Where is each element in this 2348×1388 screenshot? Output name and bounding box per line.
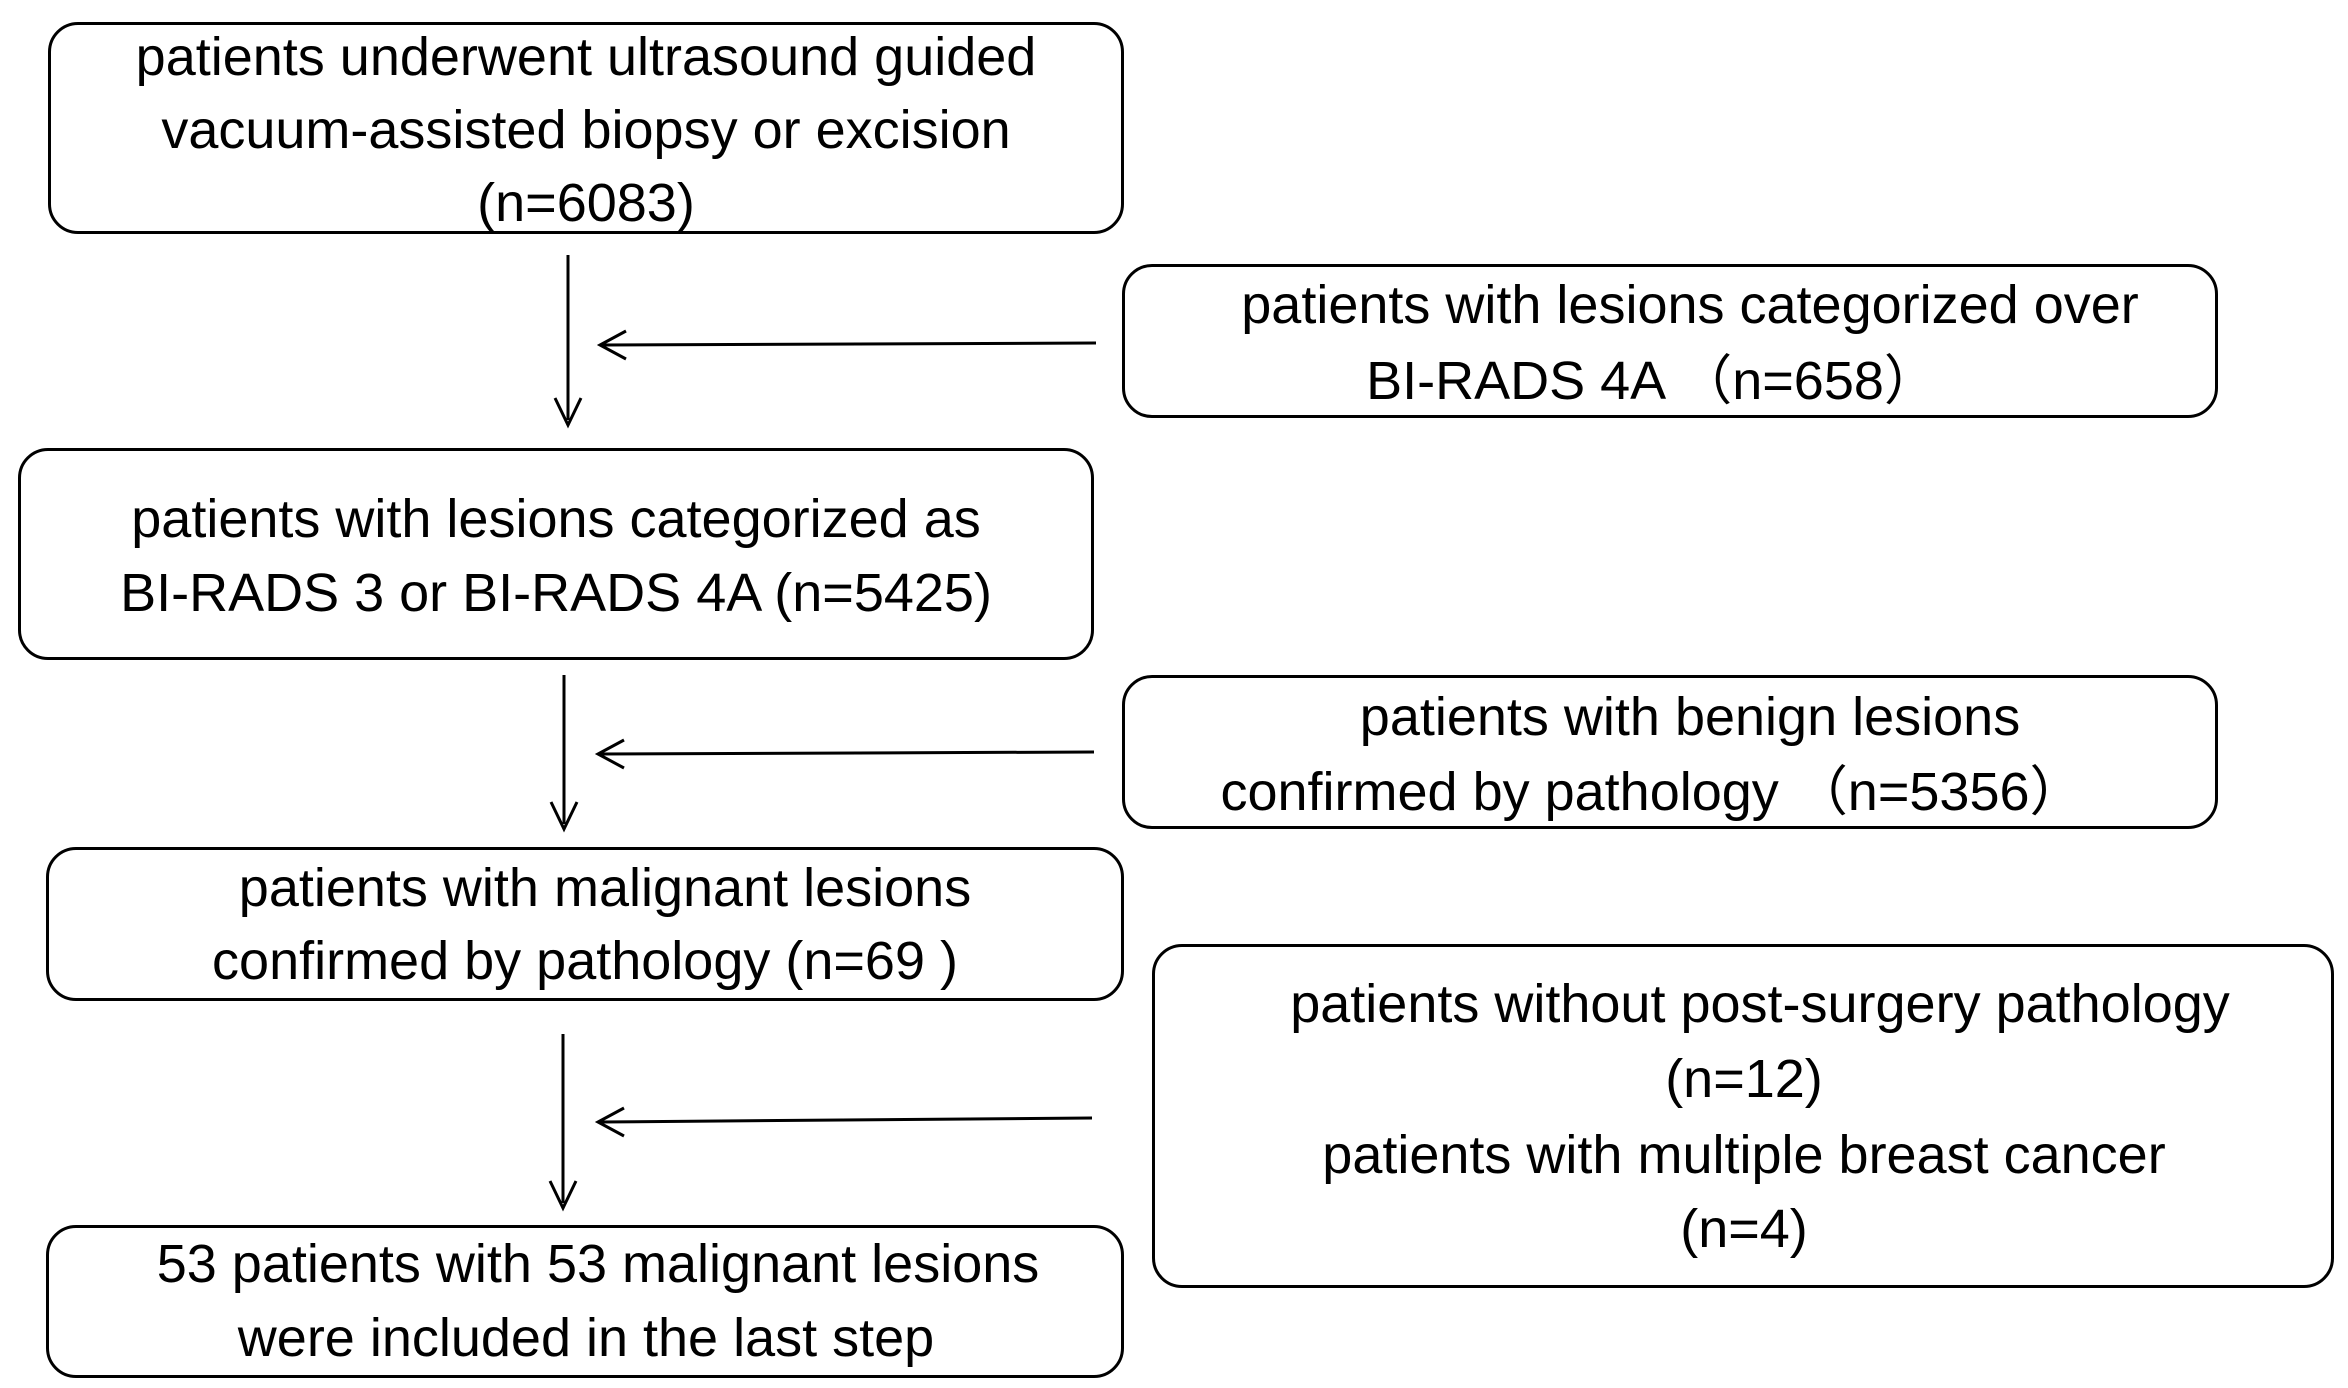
box-exclusion-benign [1122, 675, 2218, 829]
left-arrowhead-1 [596, 329, 627, 361]
box-exclusion-other-line-1: patients without post-surgery pathology [1290, 974, 2230, 1034]
box-exclusion-over-4a-line-1: patients with lesions categorized over [1241, 275, 2139, 335]
box-exclusion-other-line-4: (n=4) [1680, 1199, 1808, 1259]
left-arrow-2 [599, 750, 1095, 756]
left-arrow-3 [599, 1116, 1093, 1124]
box-exclusion-over-4a-line-2: BI-RADS 4A （n=658） [1366, 351, 1938, 411]
box-exclusion-benign-line-2: confirmed by pathology （n=5356） [1220, 762, 2084, 822]
box-exclusion-other [1152, 944, 2334, 1288]
box-malignant-confirmed-line-1: patients with malignant lesions [238, 858, 972, 918]
left-arrowhead-2 [594, 738, 625, 770]
box-initial-cohort [48, 22, 1124, 234]
box-final-included [46, 1225, 1124, 1378]
down-arrowhead-3 [548, 1180, 578, 1212]
left-arrow-1 [601, 341, 1097, 347]
box-exclusion-other-line-3: patients with multiple breast cancer [1322, 1125, 2166, 1185]
box-birads-3-4a [18, 448, 1094, 660]
box-birads-3-4a-line-1: patients with lesions categorized as [131, 489, 981, 549]
box-exclusion-over-4a [1122, 264, 2218, 418]
box-initial-cohort-line-2: vacuum-assisted biopsy or excision [161, 100, 1011, 160]
down-arrowhead-2 [549, 801, 579, 833]
box-exclusion-other-line-2: (n=12) [1665, 1049, 1823, 1109]
box-final-included-line-2: were included in the last step [237, 1308, 935, 1368]
box-exclusion-benign-line-1: patients with benign lesions [1359, 687, 2021, 747]
box-final-included-line-1: 53 patients with 53 malignant lesions [156, 1234, 1040, 1294]
left-arrowhead-3 [594, 1106, 625, 1138]
down-arrowhead-1 [553, 397, 583, 429]
box-malignant-confirmed [46, 847, 1124, 1001]
box-initial-cohort-line-3: (n=6083) [477, 173, 695, 233]
box-birads-3-4a-line-2: BI-RADS 3 or BI-RADS 4A (n=5425) [120, 563, 992, 623]
box-malignant-confirmed-line-2: confirmed by pathology (n=69 ) [212, 931, 958, 991]
box-initial-cohort-line-1: patients underwent ultrasound guided [135, 27, 1037, 87]
